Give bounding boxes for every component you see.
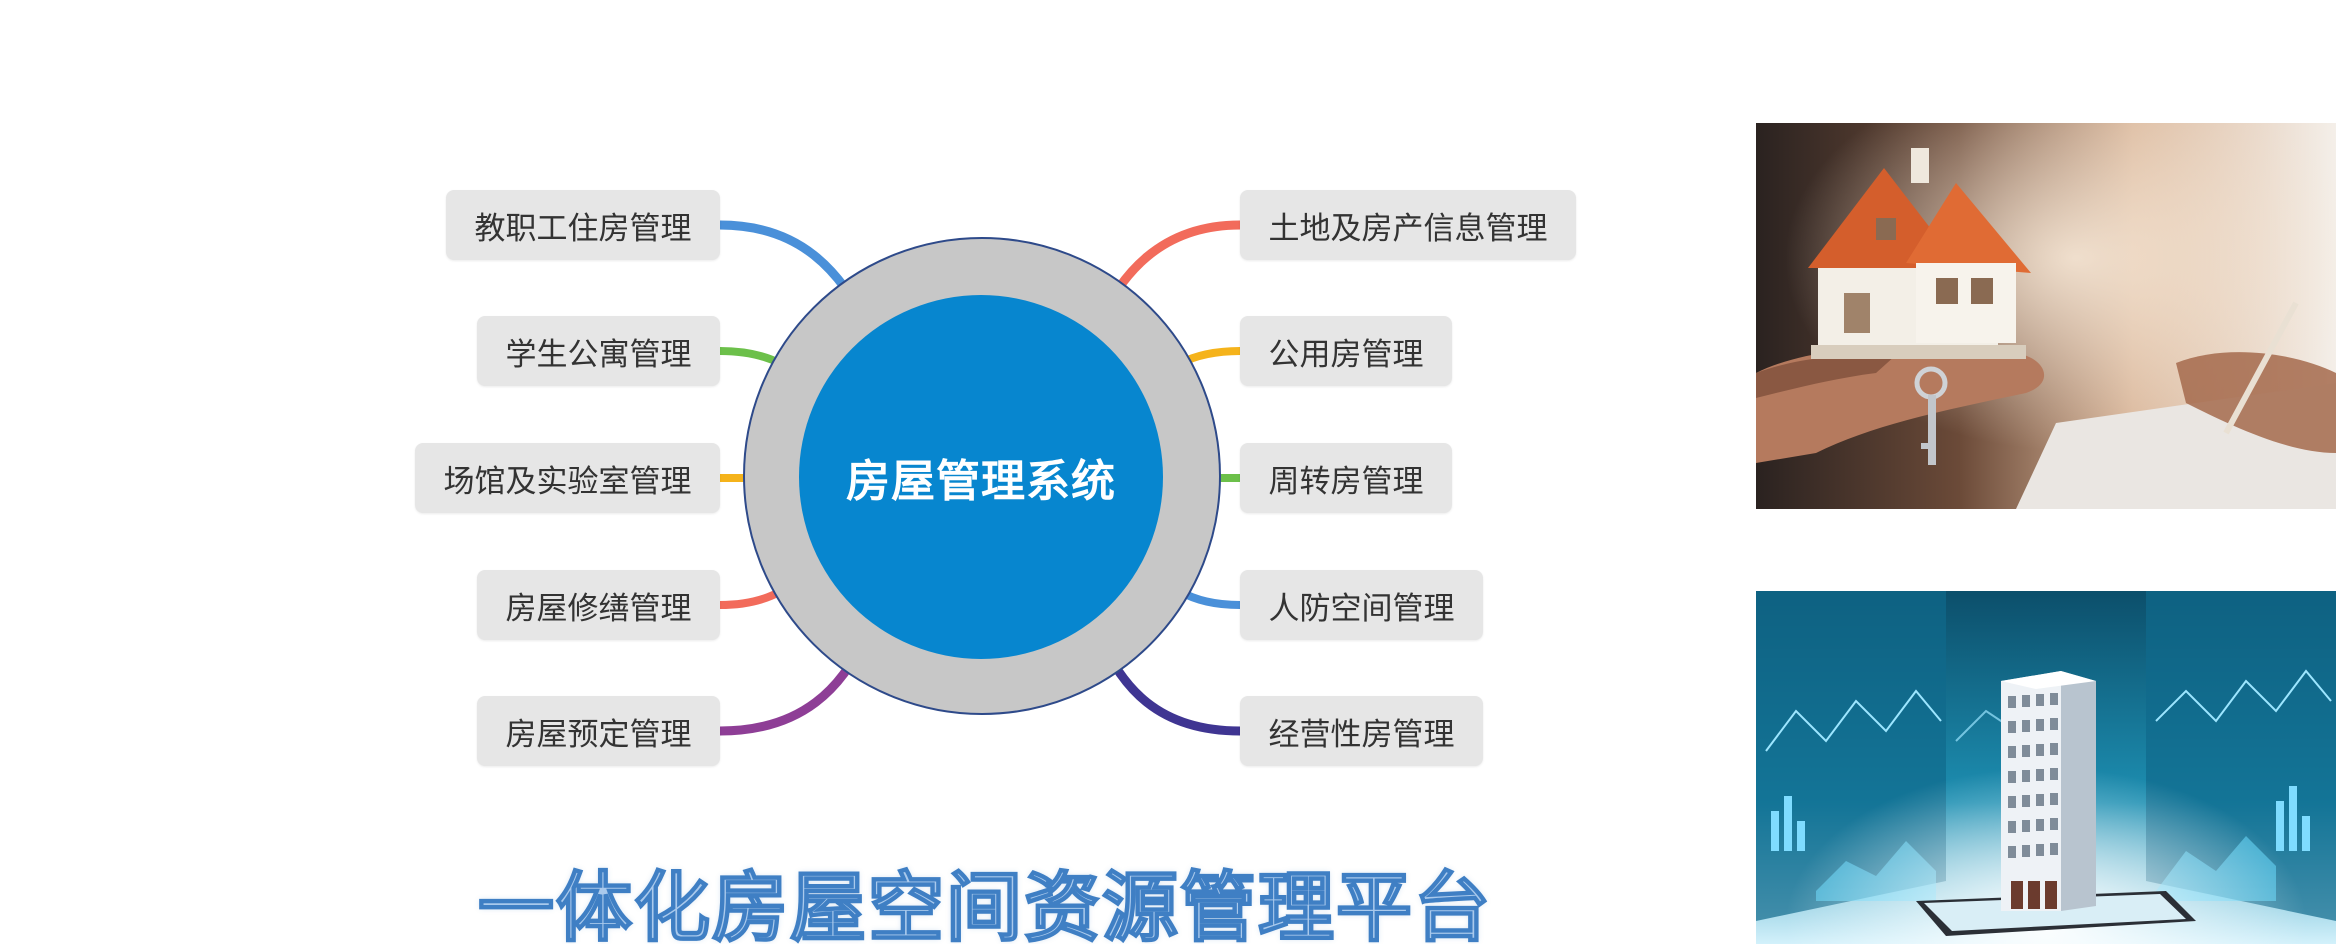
node-venue-lab: 场馆及实验室管理 — [415, 443, 720, 513]
node-student-apartment: 学生公寓管理 — [477, 316, 720, 386]
node-land-property-info: 土地及房产信息管理 — [1240, 190, 1576, 260]
hand-holding-house-model-photo — [1756, 123, 2336, 509]
node-public-housing: 公用房管理 — [1240, 316, 1452, 386]
node-civil-defense-space: 人防空间管理 — [1240, 570, 1483, 640]
node-house-repair: 房屋修缮管理 — [477, 570, 720, 640]
node-faculty-housing: 教职工住房管理 — [446, 190, 720, 260]
node-house-booking: 房屋预定管理 — [477, 696, 720, 766]
smartphone-building-data-photo — [1756, 591, 2336, 944]
node-commercial-housing: 经营性房管理 — [1240, 696, 1483, 766]
hub-center-circle: 房屋管理系统 — [799, 295, 1163, 659]
node-turnover-housing: 周转房管理 — [1240, 443, 1452, 513]
hub-title: 房屋管理系统 — [846, 456, 1116, 507]
platform-title: 一体化房屋空间资源管理平台 — [477, 862, 1492, 944]
